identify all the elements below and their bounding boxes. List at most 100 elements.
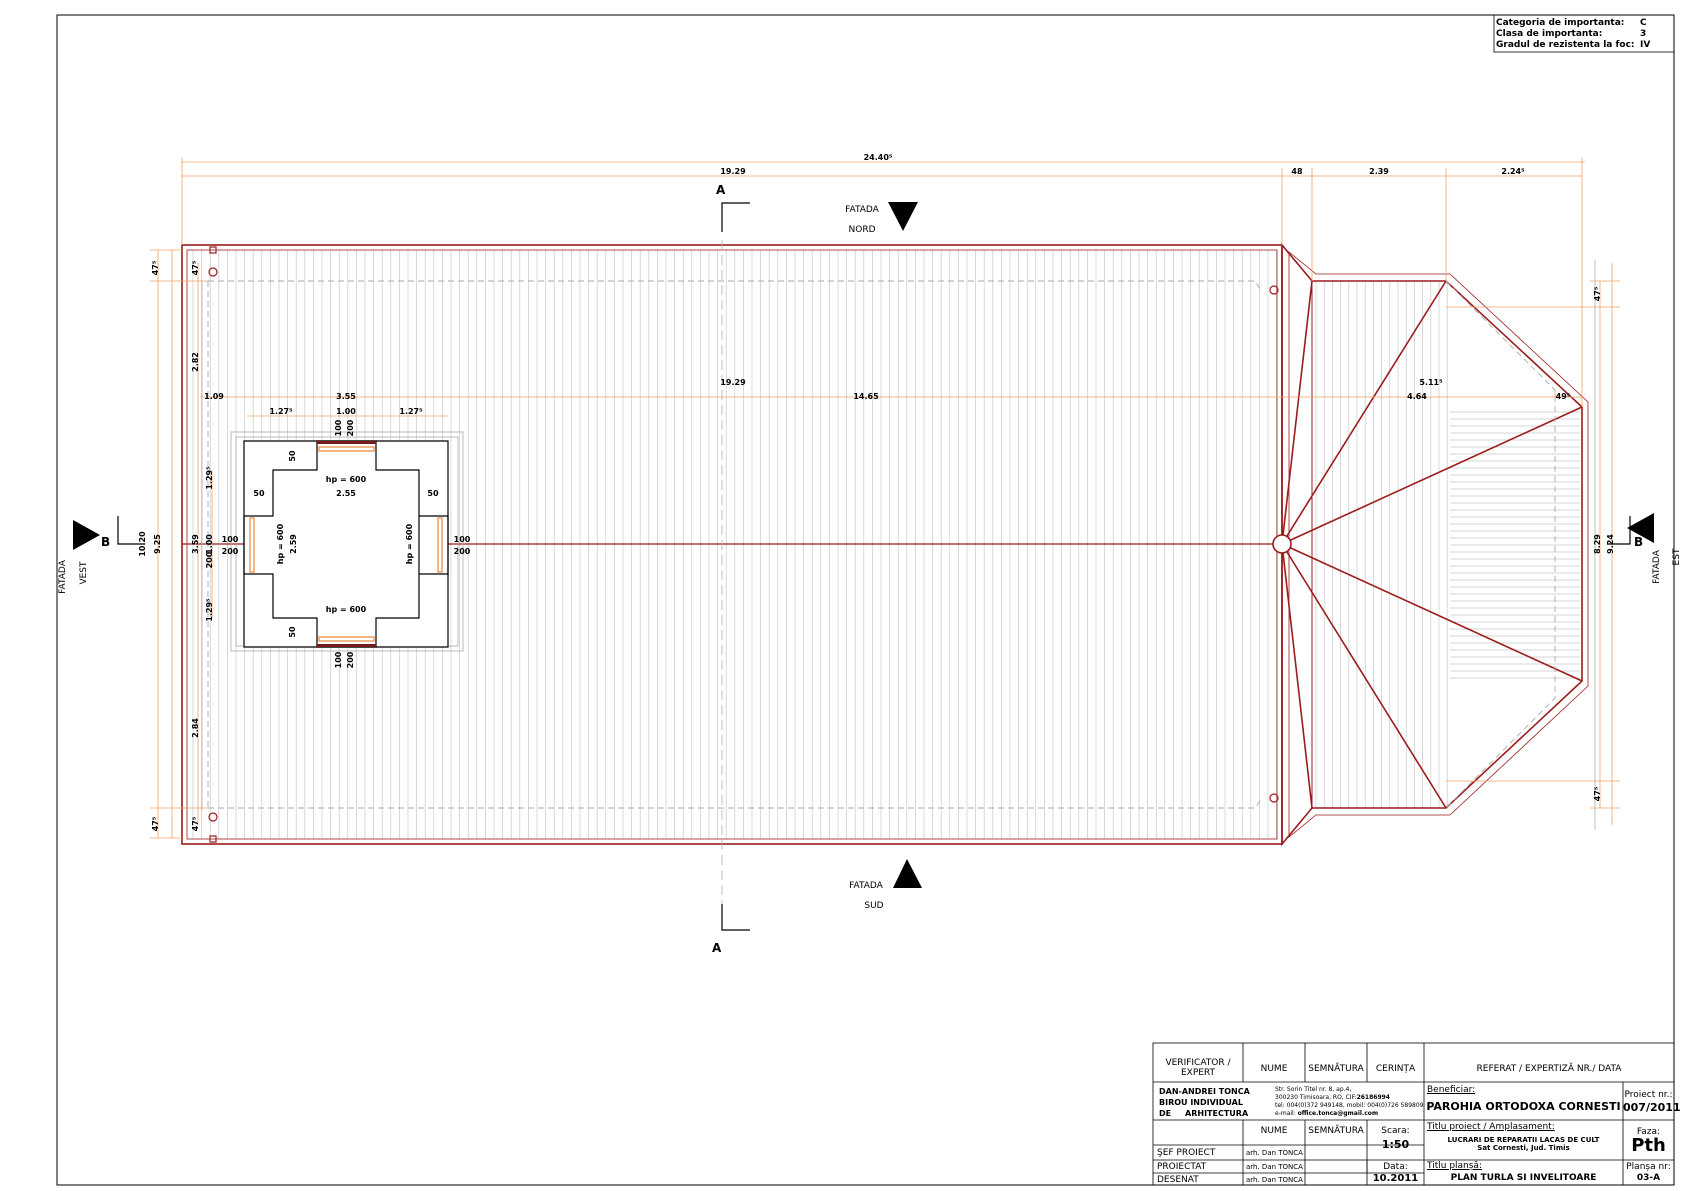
info-label-2: Clasa de importanta: [1496,29,1602,39]
tb-titlu-2: Sat Cornesti, Jud. Timis [1477,1144,1570,1152]
info-label-3: Gradul de rezistenta la foc: [1496,40,1635,50]
tower-inner-h: 2.59 [289,534,298,554]
dim-left-2: 2.82 [191,352,200,372]
section-a-bottom: A [712,941,722,955]
tb-address-3: tel: 004(0)372 949148, mobil: 004(0)726 … [1275,1102,1424,1109]
tower-50-bottom: 50 [288,626,297,638]
tb-proiect-nr: 007/2011 [1623,1101,1681,1114]
tb-desenat: DESENAT [1157,1175,1199,1185]
north-arrow [888,202,918,231]
sheet-frame [56,14,1675,1186]
eave-dashed-line [207,280,1263,809]
title-block-grid [1152,1042,1675,1186]
facade-east-1: FATADA [1652,549,1662,584]
info-label-1: Categoria de importanta: [1496,18,1624,28]
tb-proiect-nr-label: Proiect nr.: [1624,1090,1673,1100]
tower-outer-outline [243,440,449,648]
tower-50-right: 50 [427,489,439,498]
facade-west-2: VEST [79,561,89,585]
tb-plansa-title: PLAN TURLA SI INVELITOARE [1450,1173,1597,1183]
apse-dashed-line [1445,280,1556,809]
tb-scara: 1:50 [1381,1138,1410,1151]
tb-firm-1: DAN-ANDREI TONCA [1159,1087,1250,1096]
tower-cross-outline [243,440,449,648]
tb-beneficiar: PAROHIA ORTODOXA CORNESTI [1426,1100,1621,1113]
tb-address-1: Str. Sorin Titel nr. 8, ap.4, [1275,1086,1352,1093]
info-value-1: C [1640,18,1647,28]
tower-200-l: 200 [222,547,239,556]
tower-hp-bottom: hp = 600 [326,605,367,614]
dim-tower-top-1: 1.27⁵ [269,407,293,416]
tower-inner-w: 2.55 [336,489,356,498]
tb-semnatura: SEMNĂTURA [1308,1064,1364,1074]
tower-hp-top: hp = 600 [326,475,367,484]
dim-left-4: 2.84 [191,718,200,738]
tb-address-2: 300230 Timisoara, RO, CIF:26186994 [1275,1094,1390,1101]
tower-50-top: 50 [288,450,297,462]
dim-mid-1: 1.09 [204,392,224,401]
dim-tower-left-2: 1.00 [205,534,214,554]
dim-right-4: 47⁵ [1593,786,1602,801]
tb-plansa-nr: 03-A [1636,1173,1661,1183]
facade-west-1: FATADA [58,559,68,594]
dim-top-1: 19.29 [720,167,746,176]
info-value-3: IV [1640,40,1650,50]
tb-proiectat: PROIECTAT [1157,1162,1207,1172]
downspouts [208,246,1279,843]
apse-roof-outline [1272,242,1589,847]
tower-200-b: 200 [346,651,355,668]
tb-nume: NUME [1260,1064,1288,1074]
dim-left-top-small: 47⁵ [191,260,200,275]
facade-east-2: EST [1672,548,1682,565]
tb-cerinta: CERINȚA [1375,1064,1416,1074]
tb-verificator: VERIFICATOR / EXPERT [1165,1058,1231,1079]
tower-200-t: 200 [346,419,355,436]
east-arrow [1627,513,1654,543]
tb-titlu-label: Titlu proiect / Amplasament: [1427,1122,1555,1132]
tb-referat: REFERAT / EXPERTIZĂ NR./ DATA [1476,1064,1622,1074]
facade-south-2: SUD [864,901,883,911]
tb-sef-proiect: ŞEF PROIECT [1157,1148,1216,1158]
dim-apse-diag: 5.11⁵ [1419,378,1443,387]
dim-top-2: 48 [1291,167,1303,176]
tower-100-l: 100 [222,535,239,544]
section-marker-b [117,516,1631,545]
dim-left-total-2: 9.25 [153,534,162,554]
section-a-top: A [716,183,726,197]
tower-100-b: 100 [334,651,343,668]
facade-south-1: FATADA [849,881,884,891]
section-b-right: B [1634,535,1643,549]
tower-50-left: 50 [253,489,265,498]
tb-address-4: e-mail: office.tonca@gmail.com [1275,1110,1379,1117]
tb-nume-2: NUME [1260,1126,1288,1136]
facade-north-2: NORD [849,225,876,235]
tb-plansa-nr-label: Planșa nr: [1626,1162,1671,1172]
dim-left-bottom-small: 47⁵ [191,816,200,831]
tb-firm-3: DE ARHITECTURA [1159,1109,1249,1118]
dim-tower-top-2: 1.00 [336,407,356,416]
apse-roof-hatching [1315,281,1580,808]
dim-tower-top-3: 1.27⁵ [399,407,423,416]
tb-cif: 26186994 [1356,1094,1390,1101]
dim-left-1: 47⁵ [151,260,160,275]
dim-right-1: 47⁵ [1593,286,1602,301]
dim-total: 24.40⁵ [864,153,893,162]
dim-right-2: 8.29 [1593,534,1602,554]
dim-middle-total: 19.29 [720,378,746,387]
dim-mid-3: 14.65 [853,392,879,401]
tower-hp-left: hp = 600 [276,523,285,564]
tb-semnatura-2: SEMNĂTURA [1308,1126,1364,1136]
tb-beneficiar-label: Beneficiar: [1427,1085,1476,1095]
dim-mid-5: 49⁵ [1556,392,1571,401]
facade-north-1: FATADA [845,205,880,215]
tb-arh-2: arh. Dan TONCA [1246,1163,1303,1171]
dim-left-5: 47⁵ [151,816,160,831]
tower-100-t: 100 [334,419,343,436]
dim-mid-4: 4.64 [1407,392,1427,401]
section-marker-a [721,202,750,931]
tb-titlu-1: LUCRARI DE REPARATII LACAS DE CULT [1447,1136,1600,1144]
dim-left-3: 3.59 [191,534,200,554]
south-arrow [893,859,922,888]
dim-mid-2: 3.55 [336,392,356,401]
